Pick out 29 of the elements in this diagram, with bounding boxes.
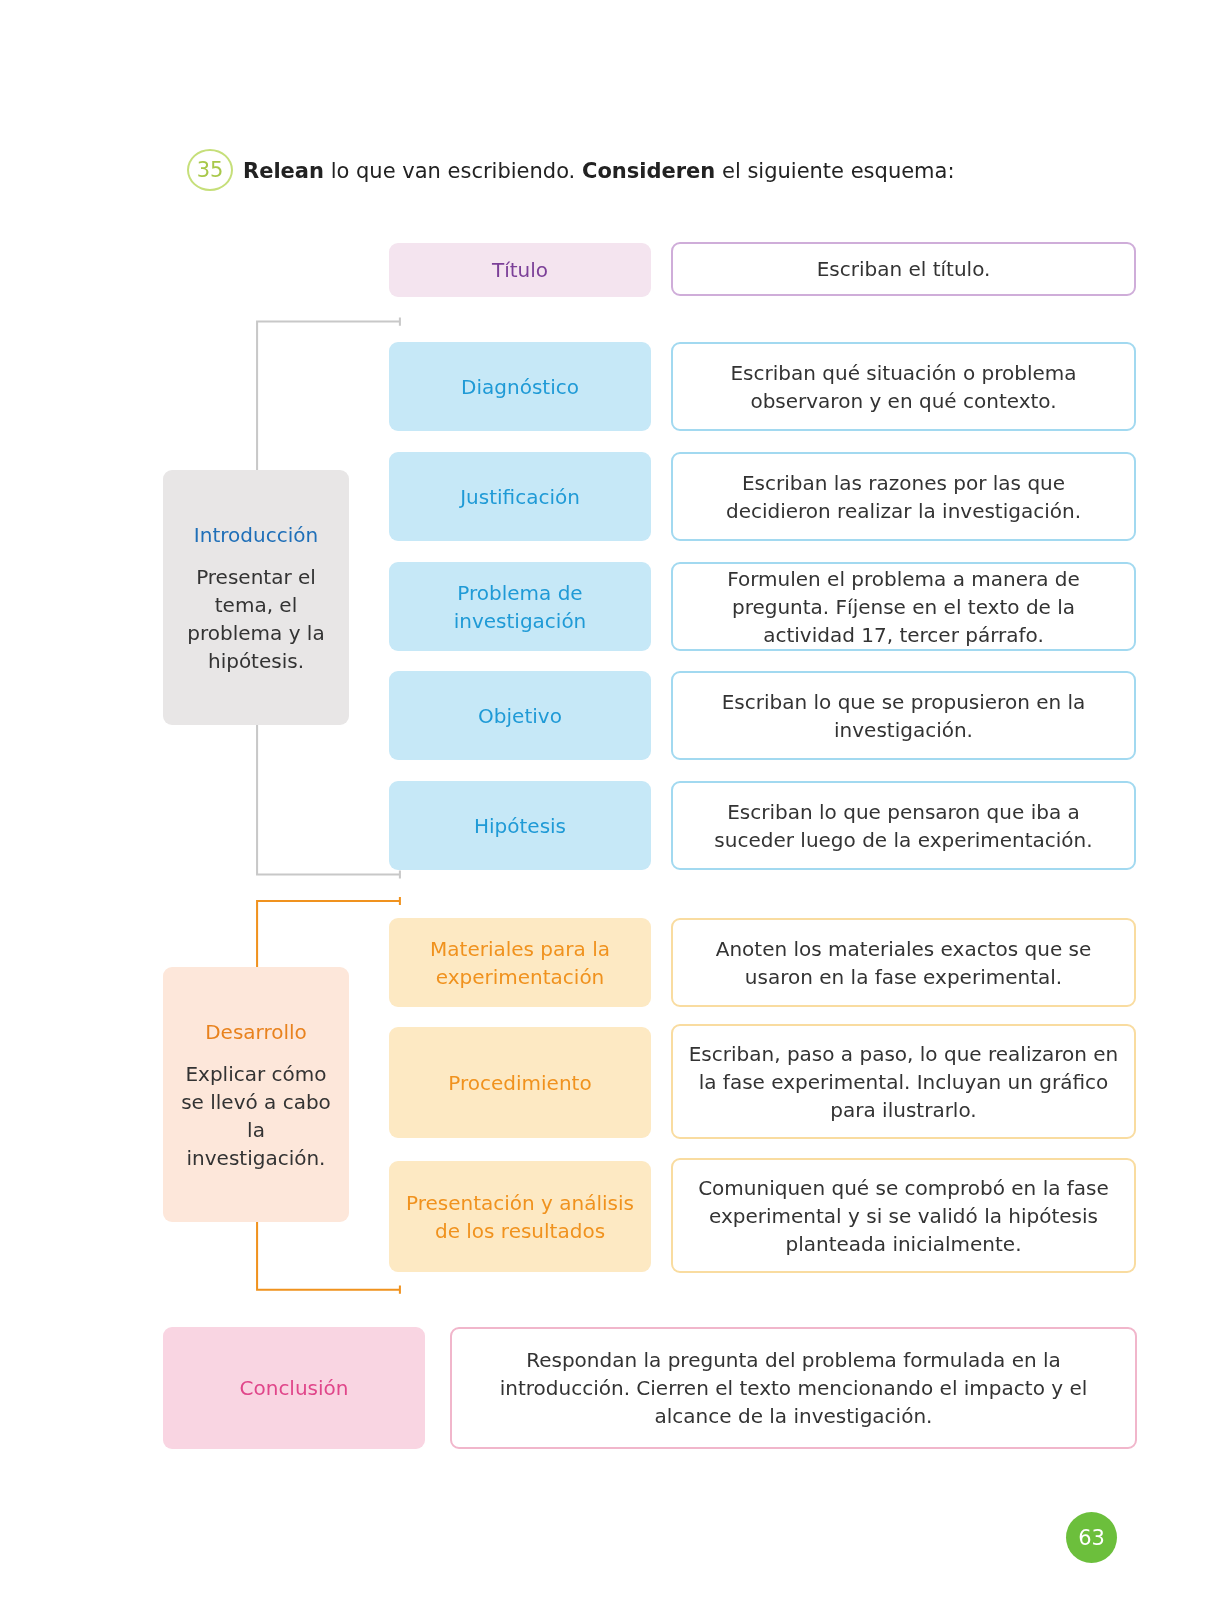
section-label: Presentación y análisis de los resultados bbox=[389, 1161, 651, 1272]
panel-text: Explicar cómo se llevó a cabo la investigación. bbox=[180, 1060, 332, 1172]
section-label: Materiales para la experimentación bbox=[389, 918, 651, 1007]
panel-text: Presentar el tema, el problema y la hipótesis. bbox=[186, 563, 326, 675]
section-label: Justificación bbox=[389, 452, 651, 541]
instruction-box: Escriban qué situación o problema observaron y en qué contexto. bbox=[671, 342, 1136, 431]
development-panel bbox=[163, 967, 349, 1222]
panel-heading: Introducción bbox=[193, 521, 319, 549]
instruction-box: Comuniquen qué se comprobó en la fase experimental y si se validó la hipótesis planteada inicialmente. bbox=[671, 1158, 1136, 1273]
section-label: Conclusión bbox=[163, 1327, 425, 1449]
instruction-box: Escriban lo que se propusieron en la investigación. bbox=[671, 671, 1136, 760]
section-label: Problema de investigación bbox=[389, 562, 651, 651]
panel-heading: Desarrollo bbox=[205, 1018, 307, 1046]
section-label: Hipótesis bbox=[389, 781, 651, 870]
instruction-text: Relean lo que van escribiendo. Consideren el siguiente esquema: bbox=[243, 159, 955, 183]
instruction-box: Formulen el problema a manera de pregunta. Fíjense en el texto de la actividad 17, tercer párrafo. bbox=[671, 562, 1136, 651]
page-number: 63 bbox=[1066, 1512, 1117, 1563]
section-label: Objetivo bbox=[389, 671, 651, 760]
section-label: Diagnóstico bbox=[389, 342, 651, 431]
instruction-box: Escriban lo que pensaron que iba a suceder luego de la experimentación. bbox=[671, 781, 1136, 870]
instruction-box: Escriban, paso a paso, lo que realizaron en la fase experimental. Incluyan un gráfico para ilustrarlo. bbox=[671, 1024, 1136, 1139]
instruction-box: Anoten los materiales exactos que se usaron en la fase experimental. bbox=[671, 918, 1136, 1007]
instruction-box: Escriban las razones por las que decidieron realizar la investigación. bbox=[671, 452, 1136, 541]
callout-number: 35 bbox=[187, 149, 233, 191]
instruction-box: Escriban el título. bbox=[671, 242, 1136, 296]
section-label: Título bbox=[389, 243, 651, 297]
section-label: Procedimiento bbox=[389, 1027, 651, 1138]
intro-panel bbox=[163, 470, 349, 725]
instruction-box: Respondan la pregunta del problema formulada en la introducción. Cierren el texto mencionando el impacto y el alcance de la investigación. bbox=[450, 1327, 1137, 1449]
